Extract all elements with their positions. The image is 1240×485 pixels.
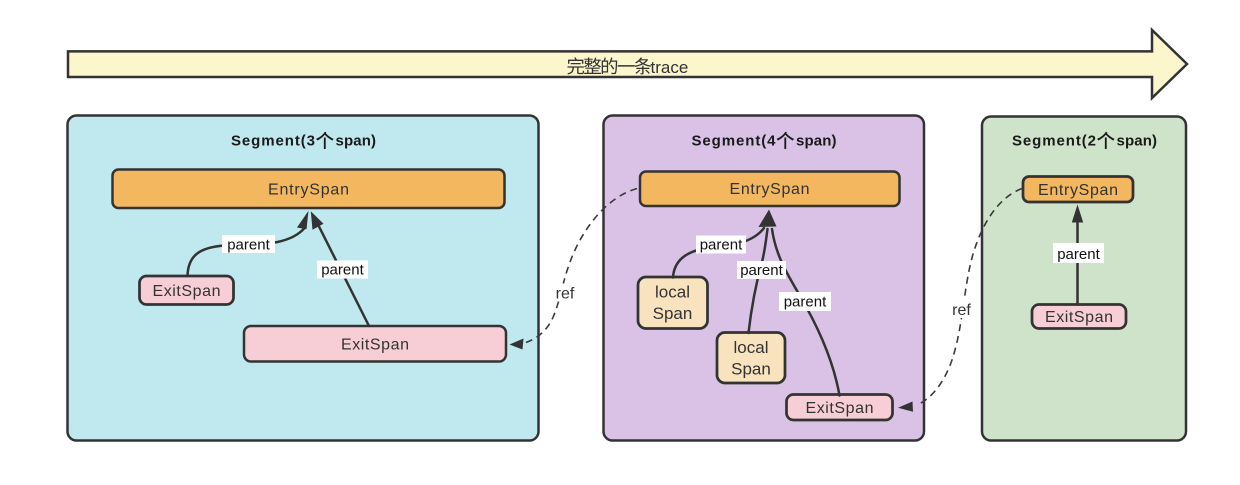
svg-text:Segment(2: Segment(2	[1012, 133, 1096, 150]
svg-text:ref: ref	[952, 302, 971, 319]
svg-text:span): span)	[336, 133, 377, 150]
svg-text:span): span)	[796, 133, 837, 150]
svg-text:Span: Span	[653, 304, 693, 323]
svg-text:parent: parent	[227, 236, 270, 253]
svg-text:ExitSpan: ExitSpan	[341, 337, 409, 354]
svg-text:ExitSpan: ExitSpan	[1045, 309, 1113, 326]
svg-text:ExitSpan: ExitSpan	[153, 283, 221, 300]
svg-text:local: local	[734, 338, 769, 357]
svg-text:EntrySpan: EntrySpan	[268, 182, 349, 199]
svg-text:EntrySpan: EntrySpan	[730, 181, 810, 198]
svg-text:Segment(4: Segment(4	[692, 133, 777, 150]
svg-text:Segment(3: Segment(3	[231, 133, 315, 150]
svg-text:ExitSpan: ExitSpan	[806, 400, 874, 417]
svg-text:EntrySpan: EntrySpan	[1038, 182, 1118, 199]
svg-text:parent: parent	[321, 262, 364, 279]
svg-text:parent: parent	[700, 237, 743, 254]
svg-text:span): span)	[1117, 133, 1158, 150]
svg-text:parent: parent	[784, 294, 827, 311]
svg-text:parent: parent	[740, 262, 783, 279]
svg-text:Span: Span	[731, 360, 771, 379]
svg-text:local: local	[655, 283, 690, 302]
svg-text:ref: ref	[556, 286, 575, 303]
svg-text:parent: parent	[1057, 246, 1100, 263]
svg-text:trace: trace	[651, 58, 689, 77]
